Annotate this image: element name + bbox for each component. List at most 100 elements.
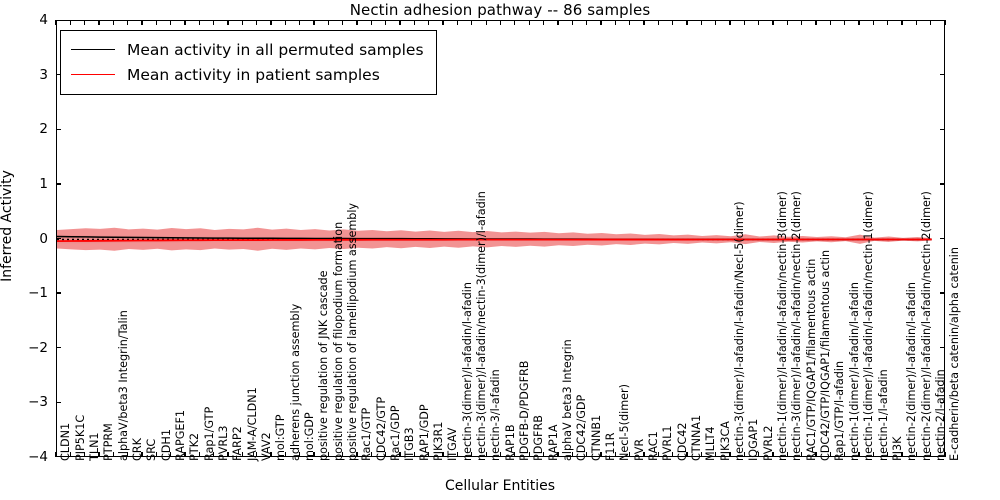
x-tick-mark: [743, 20, 745, 25]
x-tick-mark: [213, 20, 215, 25]
y-tick-label: −1: [28, 285, 48, 302]
x-tick-label: CLDN1: [59, 422, 73, 461]
x-tick-label: Necl-5(dimer): [618, 384, 632, 461]
y-tick-label: −3: [28, 394, 48, 411]
x-tick-mark: [930, 20, 932, 25]
x-tick-label: E-cadherin/beta catenin/alpha catenin: [948, 246, 962, 461]
x-tick-mark: [514, 20, 516, 25]
x-tick-mark: [628, 20, 631, 25]
data-plot: [56, 227, 932, 251]
x-tick-mark: [772, 20, 774, 25]
y-tick-mark: [940, 237, 945, 240]
x-tick-mark: [370, 452, 373, 457]
x-tick-label: PIK3CA: [718, 421, 732, 461]
x-tick-label: CDC42: [675, 422, 689, 461]
x-tick-mark: [55, 452, 57, 457]
x-tick-mark: [528, 452, 530, 457]
x-tick-mark: [944, 452, 946, 457]
x-tick-label: RAC1/GTP/IQGAP1/filamentous actin: [804, 258, 818, 461]
x-tick-label: nectin-1(dimer)/l-afadin/l-afadin/nectin…: [862, 191, 876, 461]
x-tick-mark: [585, 20, 588, 25]
x-tick-mark: [456, 20, 459, 25]
y-tick-mark: [940, 183, 945, 185]
x-tick-mark: [700, 20, 702, 25]
x-tick-mark: [886, 452, 889, 457]
x-tick-label: Rac1/GTP: [360, 407, 374, 461]
x-tick-mark: [930, 452, 932, 457]
y-tick-label: 0: [39, 230, 48, 247]
legend: Mean activity in all permuted samples Me…: [60, 30, 437, 95]
y-tick-mark: [56, 237, 61, 240]
patient-mean-line: [56, 238, 932, 243]
x-tick-mark: [499, 452, 502, 457]
x-tick-label: nectin-2(dimer)/l-afadin/l-afadin: [905, 282, 919, 461]
x-tick-label: RAC1: [647, 431, 661, 461]
x-tick-mark: [84, 452, 86, 457]
x-tick-mark: [915, 20, 917, 25]
x-tick-mark: [227, 452, 229, 457]
x-tick-label: nectin-2/l-afadin: [933, 369, 947, 461]
x-tick-mark: [714, 20, 717, 25]
x-tick-label: RAPGEF1: [173, 409, 187, 461]
x-tick-mark: [872, 20, 874, 25]
x-tick-mark: [729, 452, 731, 457]
x-tick-mark: [342, 452, 344, 457]
y-tick-label: 4: [39, 12, 48, 28]
x-tick-mark: [843, 20, 846, 25]
x-tick-label: MLLT4: [704, 426, 718, 461]
x-tick-mark: [901, 452, 903, 457]
x-tick-mark: [385, 20, 387, 25]
x-tick-mark: [241, 452, 244, 457]
x-tick-mark: [127, 452, 129, 457]
x-tick-label: PVR: [632, 438, 646, 461]
x-tick-mark: [198, 20, 201, 25]
x-tick-mark: [198, 452, 201, 457]
y-tick-mark: [56, 183, 61, 185]
y-tick-mark: [56, 128, 61, 130]
x-tick-label: CDC42/GTP: [374, 396, 388, 461]
x-tick-mark: [542, 452, 545, 457]
x-tick-mark: [585, 452, 588, 457]
x-tick-label: Rap1/GTP: [202, 406, 216, 461]
x-tick-label: PVRL2: [761, 425, 775, 461]
x-tick-mark: [428, 452, 430, 457]
x-tick-label: SRC: [145, 438, 159, 461]
x-tick-mark: [800, 452, 803, 457]
x-tick-mark: [901, 20, 903, 25]
x-tick-label: nectin-3(dimer)/l-afadin/l-afadin: [460, 282, 474, 461]
x-tick-mark: [829, 20, 831, 25]
x-tick-mark: [614, 452, 616, 457]
x-tick-label: RAP1/GDP: [417, 404, 431, 461]
x-tick-mark: [342, 20, 344, 25]
x-tick-mark: [69, 20, 71, 25]
x-tick-mark: [170, 452, 172, 457]
x-tick-mark: [241, 20, 244, 25]
x-tick-label: PTK2: [188, 432, 202, 461]
x-tick-mark: [370, 20, 373, 25]
x-tick-mark: [356, 452, 358, 457]
x-tick-mark: [327, 20, 330, 25]
x-tick-mark: [700, 452, 702, 457]
x-axis-label: Cellular Entities: [444, 478, 556, 494]
x-tick-label: nectin-2(dimer)/l-afadin/l-afadin/nectin…: [919, 191, 933, 461]
x-tick-mark: [743, 452, 745, 457]
x-tick-mark: [915, 452, 917, 457]
x-tick-mark: [413, 20, 416, 25]
x-tick-label: IQGAP1: [747, 418, 761, 461]
x-tick-mark: [112, 20, 114, 25]
x-tick-mark: [270, 20, 272, 25]
y-tick-mark: [940, 401, 945, 404]
x-tick-mark: [184, 20, 186, 25]
x-tick-mark: [858, 452, 860, 457]
y-tick-label: −2: [28, 339, 48, 356]
x-tick-label: Rap1/GTP/l-afadin: [833, 360, 847, 461]
x-tick-mark: [313, 20, 315, 25]
x-tick-label: PIP5K1C: [73, 414, 87, 461]
x-tick-label: TLN1: [87, 432, 101, 461]
y-tick-mark: [56, 292, 61, 294]
x-tick-mark: [800, 20, 803, 25]
x-tick-label: alphaV/beta3 Integrin/Talin: [116, 310, 130, 461]
x-tick-label: nectin-1/l-afadin: [876, 369, 890, 461]
x-tick-label: PIK3R1: [432, 421, 445, 461]
